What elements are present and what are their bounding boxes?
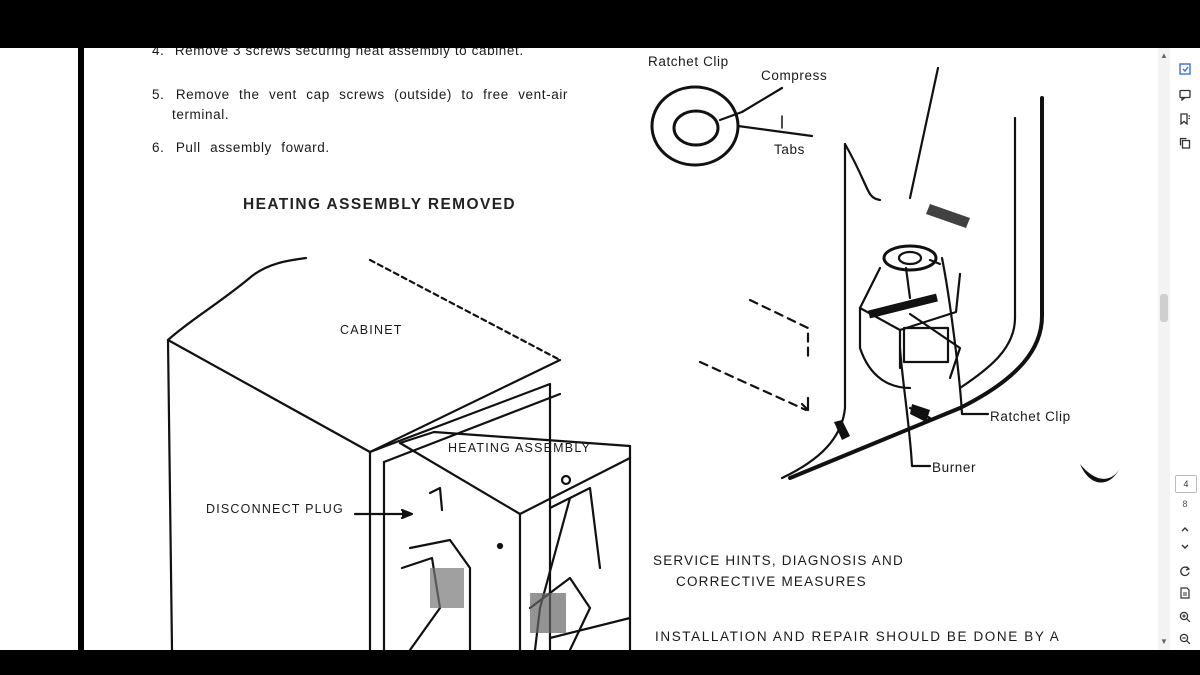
compress-label: Compress — [761, 68, 828, 83]
ratchet-clip-side-label: Ratchet Clip — [990, 409, 1071, 424]
total-pages: 8 — [1182, 499, 1188, 509]
current-page-field[interactable]: 4 — [1175, 475, 1197, 493]
page-tools-icon[interactable] — [1176, 60, 1194, 78]
bookmark-icon[interactable] — [1176, 110, 1194, 128]
right-toolbar: 4 8 — [1170, 48, 1200, 650]
section-title: HEATING ASSEMBLY REMOVED — [243, 196, 517, 213]
cabinet-label: CABINET — [340, 323, 403, 337]
burner-ratchet-clip-illustration — [650, 66, 1120, 483]
heating-assembly-illustration — [166, 256, 632, 650]
chevron-up-icon[interactable] — [1176, 520, 1194, 538]
comment-icon[interactable] — [1176, 86, 1194, 104]
ratchet-clip-top-label: Ratchet Clip — [648, 54, 729, 69]
step-5: 5. Remove the vent cap screws (outside) … — [152, 87, 568, 102]
zoom-out-icon[interactable] — [1176, 630, 1194, 648]
document-viewer[interactable]: 4. Remove 3 screws securing heat assembl… — [0, 48, 1200, 650]
scrollbar-thumb[interactable] — [1160, 294, 1168, 322]
scroll-down-icon[interactable]: ▼ — [1160, 637, 1168, 646]
step-5-continuation: terminal. — [172, 107, 230, 122]
step-4: 4. Remove 3 screws securing heat assembl… — [152, 48, 524, 58]
vertical-scrollbar[interactable]: ▲ ▼ — [1158, 48, 1170, 650]
chevron-down-icon[interactable] — [1176, 538, 1194, 556]
save-icon[interactable] — [1176, 584, 1194, 602]
service-heading-line2: CORRECTIVE MEASURES — [676, 574, 867, 589]
step-6: 6. Pull assembly foward. — [152, 140, 330, 155]
tabs-label: Tabs — [774, 142, 805, 157]
step-4-text: Remove 3 screws securing heat assembly t… — [174, 48, 524, 58]
service-heading-line1: SERVICE HINTS, DIAGNOSIS AND — [653, 553, 904, 568]
zoom-in-icon[interactable] — [1176, 608, 1194, 626]
document-page: 4. Remove 3 screws securing heat assembl… — [30, 48, 1158, 650]
rotate-icon[interactable] — [1176, 562, 1194, 580]
page-margin-rule — [78, 48, 84, 650]
installation-text: INSTALLATION AND REPAIR SHOULD BE DONE B… — [655, 629, 1061, 644]
step-6-text: Pull assembly foward. — [175, 140, 330, 155]
disconnect-plug-label: DISCONNECT PLUG — [206, 502, 344, 516]
heating-assembly-label: HEATING ASSEMBLY — [448, 441, 592, 455]
burner-label: Burner — [932, 460, 977, 475]
step-5-number: 5. — [152, 87, 165, 102]
scroll-up-icon[interactable]: ▲ — [1160, 51, 1168, 60]
step-6-number: 6. — [152, 140, 165, 155]
step-5-text: Remove the vent cap screws (outside) to … — [175, 87, 569, 102]
copy-icon[interactable] — [1176, 134, 1194, 152]
step-4-number: 4. — [152, 48, 165, 58]
